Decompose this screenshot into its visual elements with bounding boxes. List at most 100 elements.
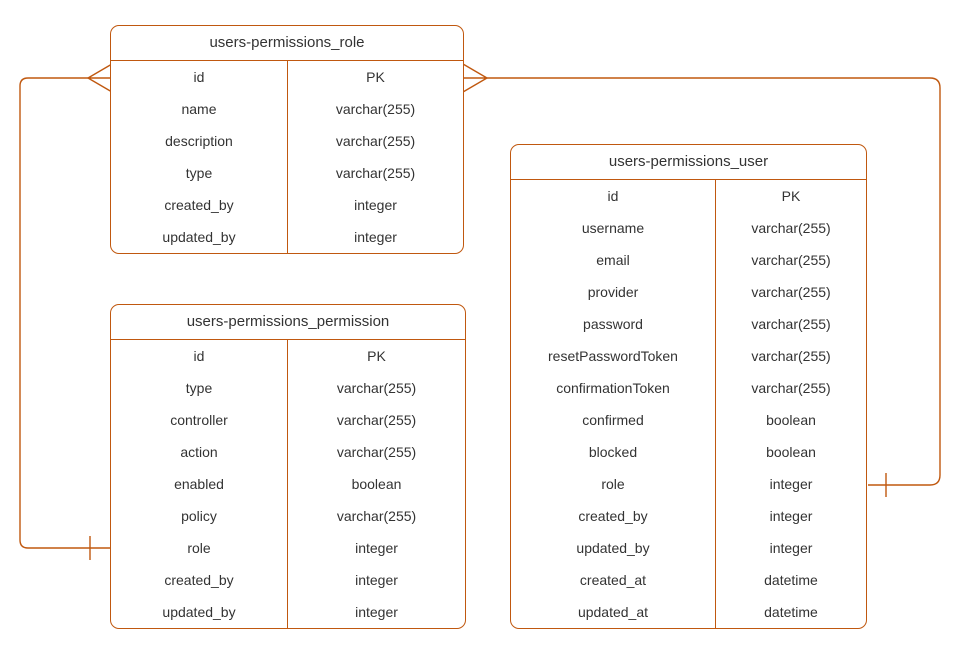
field-name: enabled <box>111 468 288 500</box>
field-type: datetime <box>764 572 818 588</box>
field-row: updated_by integer <box>111 221 463 253</box>
field-row: id PK <box>111 340 465 372</box>
field-type: integer <box>355 540 398 556</box>
field-row: updated_by integer <box>111 596 465 628</box>
entity-field-list: id PK username varchar(255) email varchar(255… <box>511 180 866 628</box>
field-row: name varchar(255) <box>111 93 463 125</box>
field-name: confirmationToken <box>511 372 716 404</box>
field-name: created_by <box>511 500 716 532</box>
field-row: confirmed boolean <box>511 404 866 436</box>
field-type: integer <box>355 604 398 620</box>
relationship-line <box>487 77 941 486</box>
field-name: id <box>111 61 288 93</box>
field-row: updated_by integer <box>511 532 866 564</box>
field-type: boolean <box>766 444 816 460</box>
field-row: created_by integer <box>511 500 866 532</box>
field-name: blocked <box>511 436 716 468</box>
field-name: resetPasswordToken <box>511 340 716 372</box>
field-row: resetPasswordToken varchar(255) <box>511 340 866 372</box>
field-row: created_by integer <box>111 189 463 221</box>
field-name: action <box>111 436 288 468</box>
field-row: role integer <box>511 468 866 500</box>
field-type: varchar(255) <box>335 101 416 117</box>
entity-field-list: id PK type varchar(255) controller varchar(25… <box>111 340 465 628</box>
field-name: created_by <box>111 564 288 596</box>
field-type: integer <box>769 540 813 556</box>
entity-field-list: id PK name varchar(255) description varchar(2… <box>111 61 463 253</box>
field-type: varchar(255) <box>751 252 831 268</box>
entity-table-users-permissions-user: users-permissions_user id PK username varch… <box>510 144 867 629</box>
field-name: confirmed <box>511 404 716 436</box>
field-row: created_by integer <box>111 564 465 596</box>
field-type: varchar(255) <box>336 380 417 396</box>
field-name: description <box>111 125 288 157</box>
field-row: provider varchar(255) <box>511 276 866 308</box>
field-name: created_at <box>511 564 716 596</box>
field-type: varchar(255) <box>751 220 831 236</box>
field-row: role integer <box>111 532 465 564</box>
field-name: updated_by <box>111 221 288 253</box>
field-type: boolean <box>766 412 816 428</box>
field-row: controller varchar(255) <box>111 404 465 436</box>
relationship-line <box>19 77 110 549</box>
field-type: integer <box>354 229 397 245</box>
field-name: updated_by <box>511 532 716 564</box>
relationship-role-user <box>462 63 941 497</box>
field-type: PK <box>366 69 385 85</box>
field-type: PK <box>781 188 801 204</box>
field-row: updated_at datetime <box>511 596 866 628</box>
field-row: action varchar(255) <box>111 436 465 468</box>
field-row: id PK <box>511 180 866 212</box>
field-name: username <box>511 212 716 244</box>
field-name: provider <box>511 276 716 308</box>
field-type: integer <box>354 197 397 213</box>
entity-title: users-permissions_user <box>511 145 866 180</box>
field-name: updated_at <box>511 596 716 628</box>
field-name: role <box>511 468 716 500</box>
field-name: id <box>111 340 288 372</box>
field-type: boolean <box>351 476 402 492</box>
field-row: enabled boolean <box>111 468 465 500</box>
field-type: varchar(255) <box>335 165 416 181</box>
field-name: email <box>511 244 716 276</box>
field-row: username varchar(255) <box>511 212 866 244</box>
field-row: created_at datetime <box>511 564 866 596</box>
field-name: type <box>111 372 288 404</box>
field-name: type <box>111 157 288 189</box>
field-name: controller <box>111 404 288 436</box>
field-name: created_by <box>111 189 288 221</box>
field-type: varchar(255) <box>751 348 831 364</box>
field-type: varchar(255) <box>335 133 416 149</box>
field-type: varchar(255) <box>751 316 831 332</box>
field-name: policy <box>111 500 288 532</box>
entity-title: users-permissions_permission <box>111 305 465 340</box>
field-type: varchar(255) <box>751 284 831 300</box>
entity-table-users-permissions-permission: users-permissions_permission id PK type var… <box>110 304 466 629</box>
field-type: integer <box>355 572 398 588</box>
field-name: id <box>511 180 716 212</box>
field-row: type varchar(255) <box>111 157 463 189</box>
field-type: integer <box>769 508 813 524</box>
field-row: description varchar(255) <box>111 125 463 157</box>
field-name: name <box>111 93 288 125</box>
entity-title: users-permissions_role <box>111 26 463 61</box>
field-type: PK <box>367 348 386 364</box>
entity-table-users-permissions-role: users-permissions_role id PK name varchar(2… <box>110 25 464 254</box>
relationship-role-permission <box>19 63 113 560</box>
field-row: blocked boolean <box>511 436 866 468</box>
field-type: varchar(255) <box>336 412 417 428</box>
field-row: id PK <box>111 61 463 93</box>
field-name: updated_by <box>111 596 288 628</box>
field-type: datetime <box>764 604 818 620</box>
field-type: integer <box>769 476 813 492</box>
field-row: type varchar(255) <box>111 372 465 404</box>
field-type: varchar(255) <box>336 444 417 460</box>
field-row: email varchar(255) <box>511 244 866 276</box>
field-name: role <box>111 532 288 564</box>
crow-foot-icon <box>86 63 113 93</box>
